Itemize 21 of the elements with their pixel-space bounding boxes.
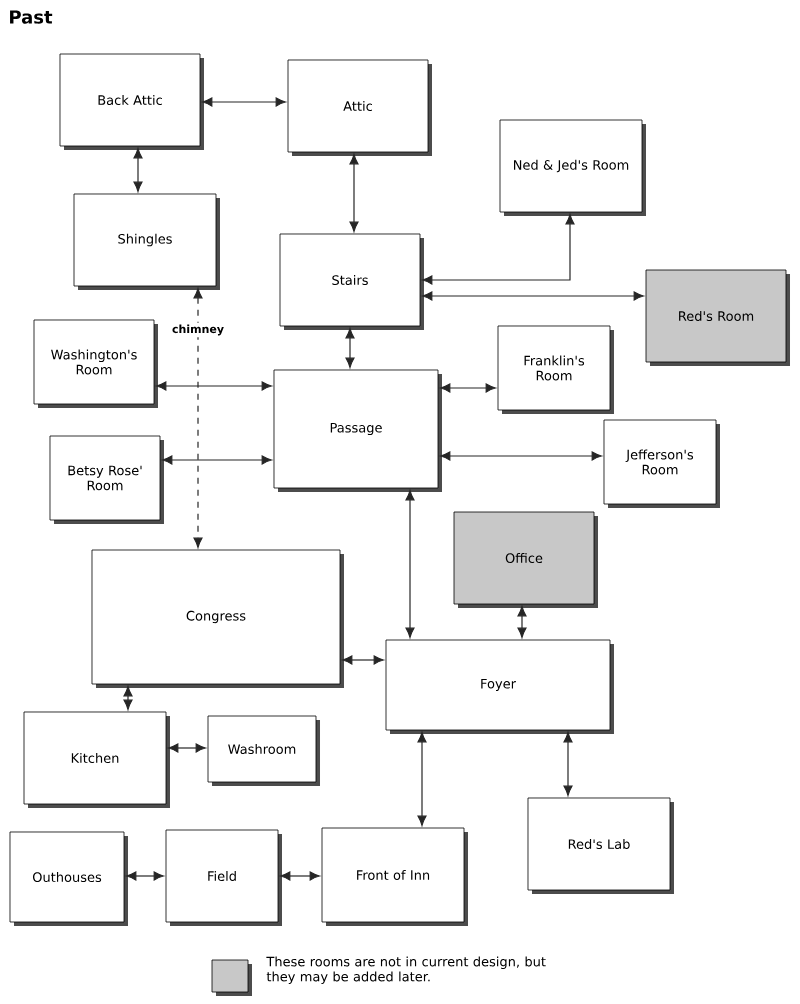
arrow	[193, 288, 203, 548]
arrow	[345, 328, 355, 368]
arrow	[440, 451, 602, 461]
arrow	[202, 97, 286, 107]
arrow	[440, 383, 496, 393]
arrow	[342, 655, 384, 665]
arrow	[417, 732, 427, 826]
arrow	[349, 154, 359, 232]
arrow	[133, 148, 143, 192]
arrow	[156, 381, 272, 391]
arrow	[123, 686, 133, 710]
arrow	[563, 732, 573, 796]
arrow	[126, 871, 164, 881]
arrow	[517, 606, 527, 638]
title: Past	[10, 10, 53, 24]
arrow	[422, 214, 575, 285]
arrow	[405, 490, 415, 638]
arrow	[280, 871, 320, 881]
arrow	[162, 455, 272, 465]
arrow	[422, 291, 644, 301]
arrow	[168, 743, 206, 753]
